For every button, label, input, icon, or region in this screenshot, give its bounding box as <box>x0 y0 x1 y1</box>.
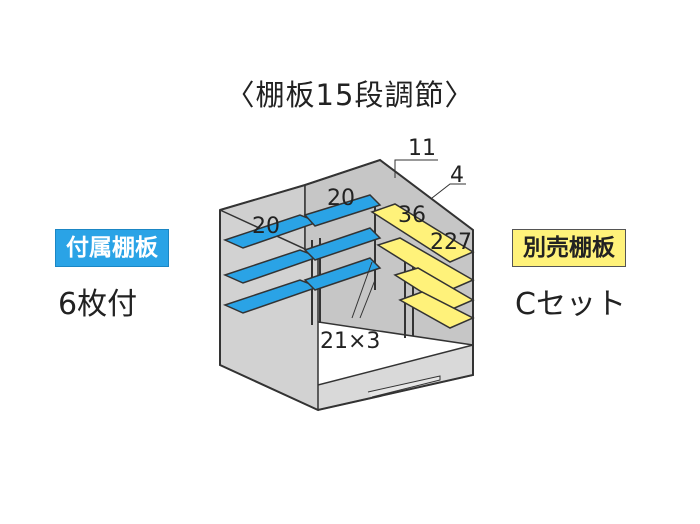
dimension-depth-mid: 20 <box>327 186 355 211</box>
dimension-top-right: 11 <box>408 136 436 161</box>
included-shelves-count: 6枚付 <box>58 287 138 322</box>
dimension-spacing: 21×3 <box>320 329 380 354</box>
optional-shelf-4 <box>398 291 475 329</box>
dimension-side-right: 4 <box>450 163 464 188</box>
optional-shelf-1 <box>370 203 475 263</box>
leader-spacing-2 <box>359 279 376 319</box>
dimension-shelf-length-right: 227 <box>430 230 472 255</box>
included-shelf-6 <box>303 257 382 291</box>
leader-spacing-1 <box>351 261 373 319</box>
optional-shelves-badge: 別売棚板 <box>512 229 626 267</box>
leader-11 <box>394 159 438 178</box>
optional-shelves-set: Cセット <box>515 287 626 322</box>
included-shelf-5 <box>303 227 382 261</box>
included-shelves-badge: 付属棚板 <box>55 229 169 267</box>
page-title: 〈棚板15段調節〉 <box>225 78 475 112</box>
included-shelf-4 <box>303 194 382 227</box>
dimension-depth-left: 20 <box>252 214 280 239</box>
door-rail <box>367 375 441 398</box>
dimension-shelf-depth-right: 36 <box>398 203 426 228</box>
room-outline <box>219 158 474 412</box>
leader-4 <box>431 183 466 199</box>
